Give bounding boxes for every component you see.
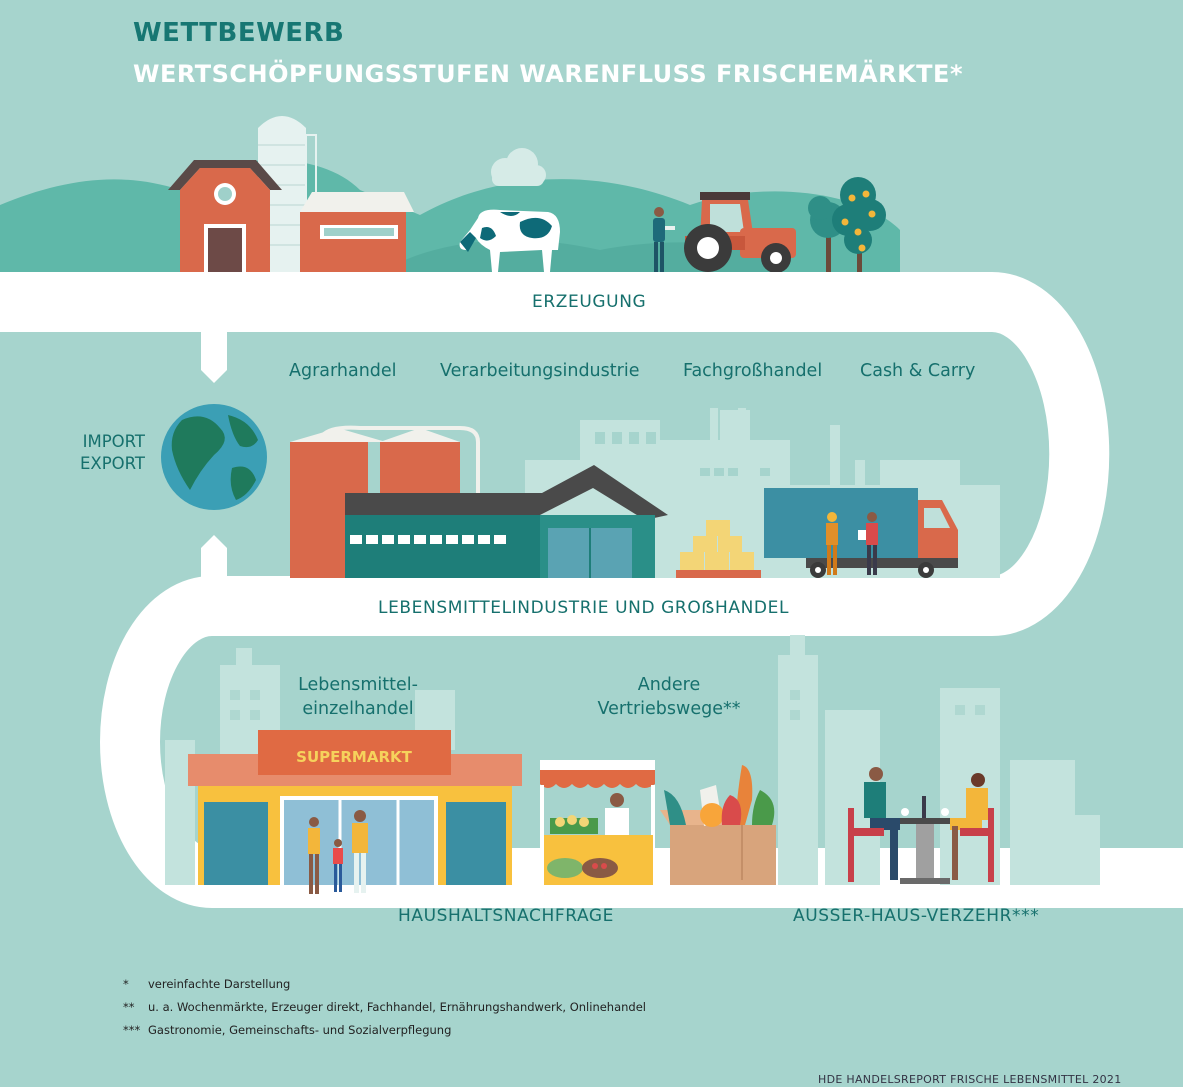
truck-icon <box>764 488 958 578</box>
category-lebensmittel-line2: einzelhandel <box>302 699 414 719</box>
stage-ausserhaus: AUSSER-HAUS-VERZEHR*** <box>793 906 1040 926</box>
footnote-2-mark: ** <box>123 1000 135 1014</box>
farmer-icon <box>653 207 675 272</box>
tractor-icon <box>684 192 796 273</box>
category-agrarhandel: Agrarhandel <box>289 361 397 381</box>
worker-icon <box>826 512 878 575</box>
import-export-label: IMPORT EXPORT <box>64 431 145 475</box>
grocery-box-icon <box>660 765 776 885</box>
barn-icon <box>168 160 282 273</box>
category-andere-line1: Andere <box>637 675 701 695</box>
page-title: WETTBEWERB <box>133 18 345 48</box>
category-andere-vertriebswege: Andere Vertriebswege** <box>590 673 748 721</box>
market-stall-icon <box>540 760 655 885</box>
cow-icon <box>459 209 560 272</box>
footnote-3-mark: *** <box>123 1023 141 1037</box>
category-andere-line2: Vertriebswege** <box>597 699 741 719</box>
category-lebensmitteleinzelhandel: Lebensmittel- einzelhandel <box>288 673 428 721</box>
export-label: EXPORT <box>79 454 145 473</box>
import-label: IMPORT <box>82 432 145 451</box>
category-fachgrosshandel: Fachgroßhandel <box>683 361 823 381</box>
footnote-3-text: Gastronomie, Gemeinschafts- und Sozialve… <box>148 1023 452 1037</box>
category-verarbeitungsindustrie: Verarbeitungsindustrie <box>440 361 640 381</box>
flow-road <box>0 272 1183 908</box>
city-windows <box>230 690 985 720</box>
tree-icon <box>808 177 886 273</box>
footnote-2-text: u. a. Wochenmärkte, Erzeuger direkt, Fac… <box>148 1000 647 1014</box>
footnote-1-mark: * <box>123 977 129 991</box>
import-arrow-icon <box>201 330 227 383</box>
stage-erzeugung: ERZEUGUNG <box>532 292 647 312</box>
source-credit: HDE HANDELSREPORT FRISCHE LEBENSMITTEL 2… <box>818 1073 1122 1086</box>
barn-annex <box>300 192 414 273</box>
footnote-1-text: vereinfachte Darstellung <box>148 977 291 991</box>
pallet-boxes-icon <box>676 520 761 578</box>
category-cash-carry: Cash & Carry <box>860 361 976 381</box>
restaurant-icon <box>848 767 994 884</box>
category-lebensmittel-line1: Lebensmittel- <box>298 675 418 695</box>
globe-icon <box>161 404 267 510</box>
supermarket-sign: SUPERMARKT <box>296 748 412 766</box>
export-arrow-icon <box>201 535 227 578</box>
page-subtitle: WERTSCHÖPFUNGSSTUFEN WARENFLUSS FRISCHEM… <box>133 60 963 88</box>
stage-haushalt: HAUSHALTSNACHFRAGE <box>398 906 615 926</box>
cloud-icon <box>491 148 546 186</box>
shoppers-icon <box>308 810 368 894</box>
stage-industrie: LEBENSMITTELINDUSTRIE UND GROẞHANDEL <box>378 598 790 618</box>
warehouse-icon <box>345 465 668 578</box>
